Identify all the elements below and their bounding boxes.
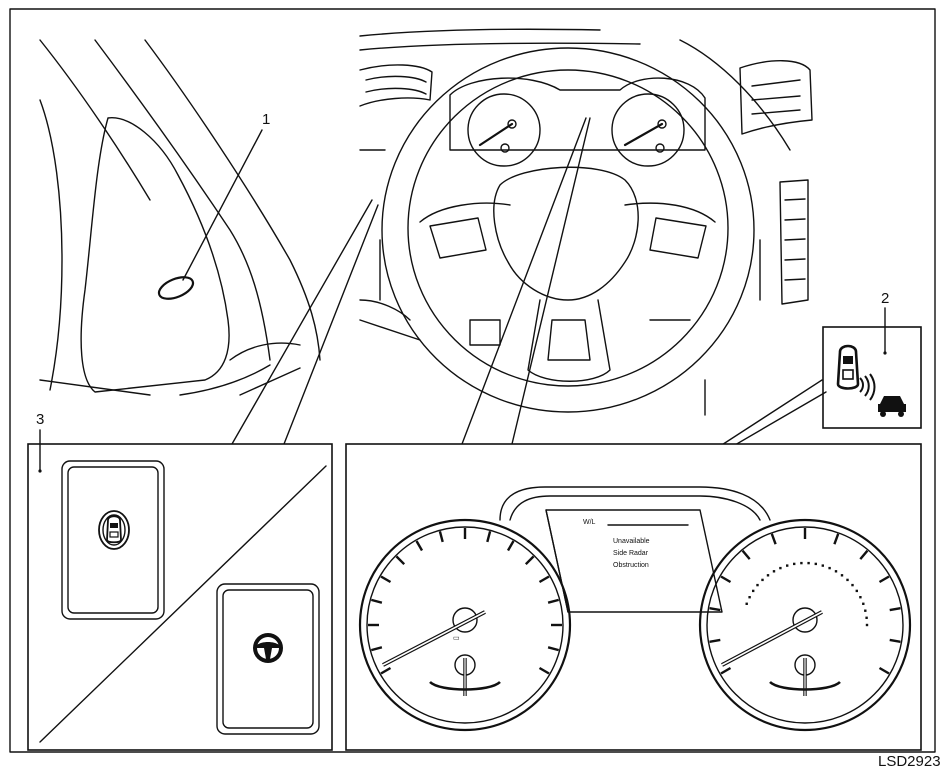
gauge-tick [889,638,901,643]
gauge-tick [486,530,492,543]
display-line-1: Unavailable [613,538,650,545]
gauge-tick [370,646,383,652]
gauge-tick [547,646,560,652]
gauge-tick [506,540,515,552]
gauge-dot [786,564,789,567]
door-pillar-scene: 1 [39,39,321,396]
gauge-tick [833,533,840,545]
figure-code: LSD2923 [878,753,941,770]
gauge-dot [865,616,868,619]
svg-text:▭: ▭ [453,635,460,642]
steering-assist-switch [216,583,320,735]
gauge-dot [772,570,776,573]
gauge-tick [380,575,392,584]
gauge-tick [538,575,550,584]
gauge-dot [846,578,849,582]
gauge-tick [741,549,751,560]
gauge-dot [865,623,869,627]
gauge-tick [709,607,721,612]
tachometer-dots [745,561,869,627]
gauge-dot [779,566,782,570]
instrument-cluster-panel: W/L Unavailable Side Radar Obstruction ▭ [345,443,922,751]
gauge-tick [878,666,890,675]
gauge-tick [524,555,535,566]
display-icon-text: W/L [583,519,596,526]
tachometer [698,518,912,732]
gauge-dot [814,562,817,566]
speedometer: ▭ [358,518,572,732]
side-radar-switch [61,460,165,620]
gauge-dot [766,574,770,577]
speedometer-ticks [368,528,562,675]
gauge-tick [395,555,406,566]
gauge-dot [793,562,796,566]
gauge-dot [821,564,824,567]
steering-wheel-icon [253,633,283,663]
gauge-dot [859,596,862,599]
gauge-tick [709,638,721,643]
dashboard-scene [359,28,813,416]
callout-2: 2 [881,290,889,307]
gauge-tick [859,549,869,560]
callout-3: 3 [36,411,44,428]
gauge-tick [415,540,424,552]
gauge-dot [745,602,748,605]
car-radar-switch-icon [98,510,130,550]
callout-1: 1 [262,111,270,128]
side-radar-sensor [157,276,195,300]
side-radar-indicator-inset: 2 [605,290,922,521]
gauge-tick [380,666,392,675]
gauge-dot [800,561,803,565]
gauge-dot [834,570,838,573]
display-line-2: Side Radar [613,550,649,557]
gauge-dot [862,602,865,605]
gauge-tick [720,666,732,675]
gauge-tick [547,598,560,604]
gauge-tick [538,666,550,675]
gauge-dot [752,589,755,593]
gauge-dot [828,566,831,570]
gauge-dot [840,574,844,577]
switch-panel: 3 [27,411,333,751]
gauge-tick [720,575,732,584]
steering-wheel [381,47,755,413]
gauge-tick [438,530,444,543]
gauge-dot [855,589,858,593]
tachometer-ticks [709,528,901,675]
gauge-tick [878,575,890,584]
outer-frame [9,8,936,753]
gauge-tick [370,598,383,604]
gauge-tick [770,533,777,545]
side-radar-warning-icon [836,344,906,417]
gauge-dot [851,583,854,587]
gauge-tick [889,607,901,612]
gauge-dot [756,583,759,587]
gauge-dot [807,561,810,565]
gauge-dot [761,578,764,582]
gauge-dot [748,596,751,599]
display-line-3: Obstruction [613,562,649,569]
gauge-dot [864,609,867,612]
callout-lines [231,117,591,445]
